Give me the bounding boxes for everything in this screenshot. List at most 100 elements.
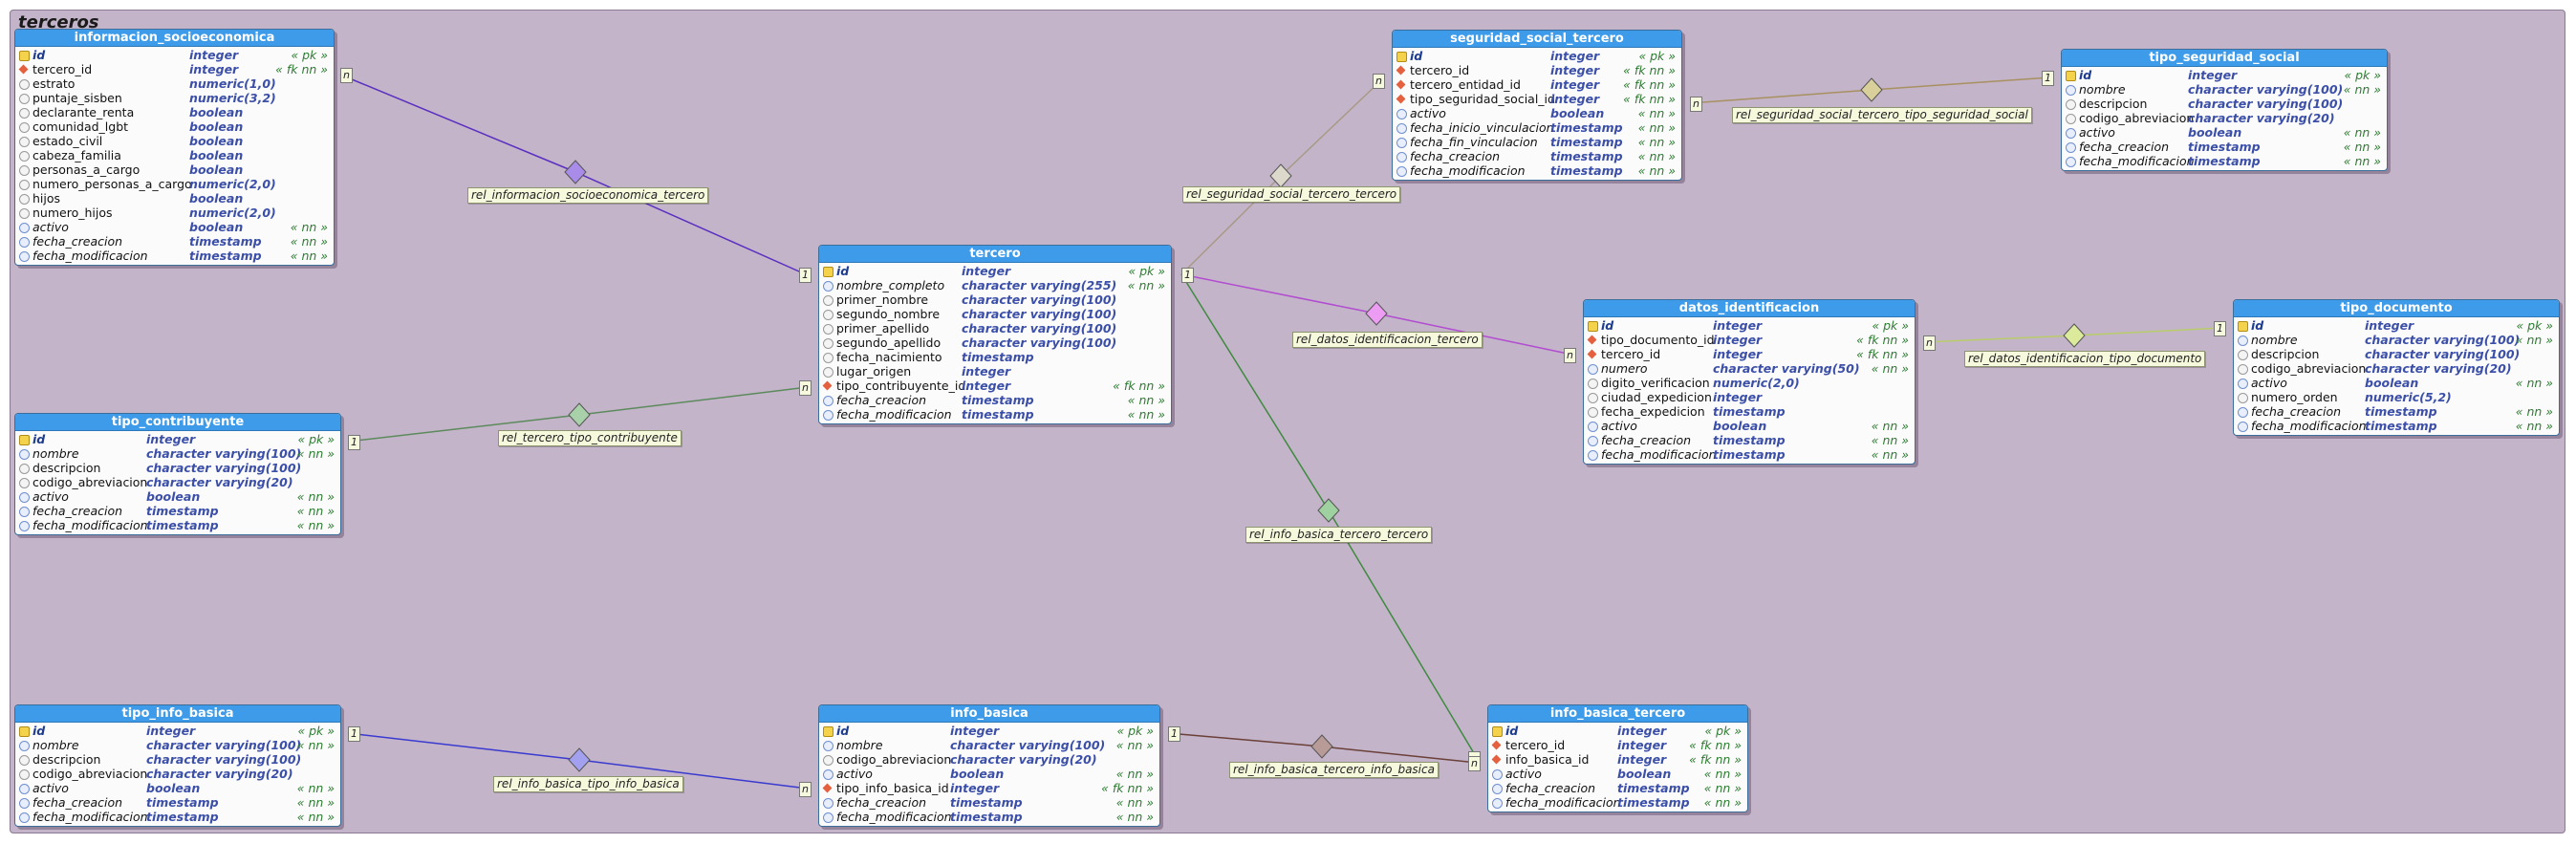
- relationship-diamond[interactable]: [568, 402, 591, 427]
- relationship-diamond[interactable]: [1317, 498, 1340, 523]
- table-header[interactable]: informacion_socioeconomica: [15, 30, 334, 47]
- relationship-label[interactable]: rel_info_basica_tipo_info_basica: [493, 776, 683, 792]
- table-header[interactable]: tipo_contribuyente: [15, 414, 340, 431]
- table-header[interactable]: tipo_documento: [2234, 300, 2559, 317]
- relationship-diamond[interactable]: [1365, 301, 1388, 326]
- table-header[interactable]: seguridad_social_tercero: [1393, 31, 1681, 48]
- relationship-label[interactable]: rel_seguridad_social_tercero_tercero: [1182, 186, 1401, 203]
- table-header[interactable]: tercero: [819, 246, 1171, 263]
- table-header[interactable]: tipo_info_basica: [15, 705, 340, 723]
- relationship-diamond[interactable]: [1310, 734, 1333, 759]
- relationship-diamond[interactable]: [564, 160, 587, 184]
- relationship-label[interactable]: rel_datos_identificacion_tercero: [1292, 332, 1483, 348]
- relationship-label[interactable]: rel_informacion_socioeconomica_tercero: [467, 187, 709, 204]
- relationship-label[interactable]: rel_tercero_tipo_contribuyente: [498, 430, 682, 446]
- table-header[interactable]: info_basica_tercero: [1488, 705, 1747, 723]
- relationship-diamond[interactable]: [2063, 323, 2086, 348]
- relationship-label[interactable]: rel_info_basica_tercero_info_basica: [1229, 762, 1439, 778]
- relationship-label[interactable]: rel_seguridad_social_tercero_tipo_seguri…: [1732, 107, 2032, 123]
- relationship-diamond[interactable]: [1860, 77, 1883, 102]
- relationship-diamond[interactable]: [568, 747, 591, 772]
- table-header[interactable]: datos_identificacion: [1584, 300, 1915, 317]
